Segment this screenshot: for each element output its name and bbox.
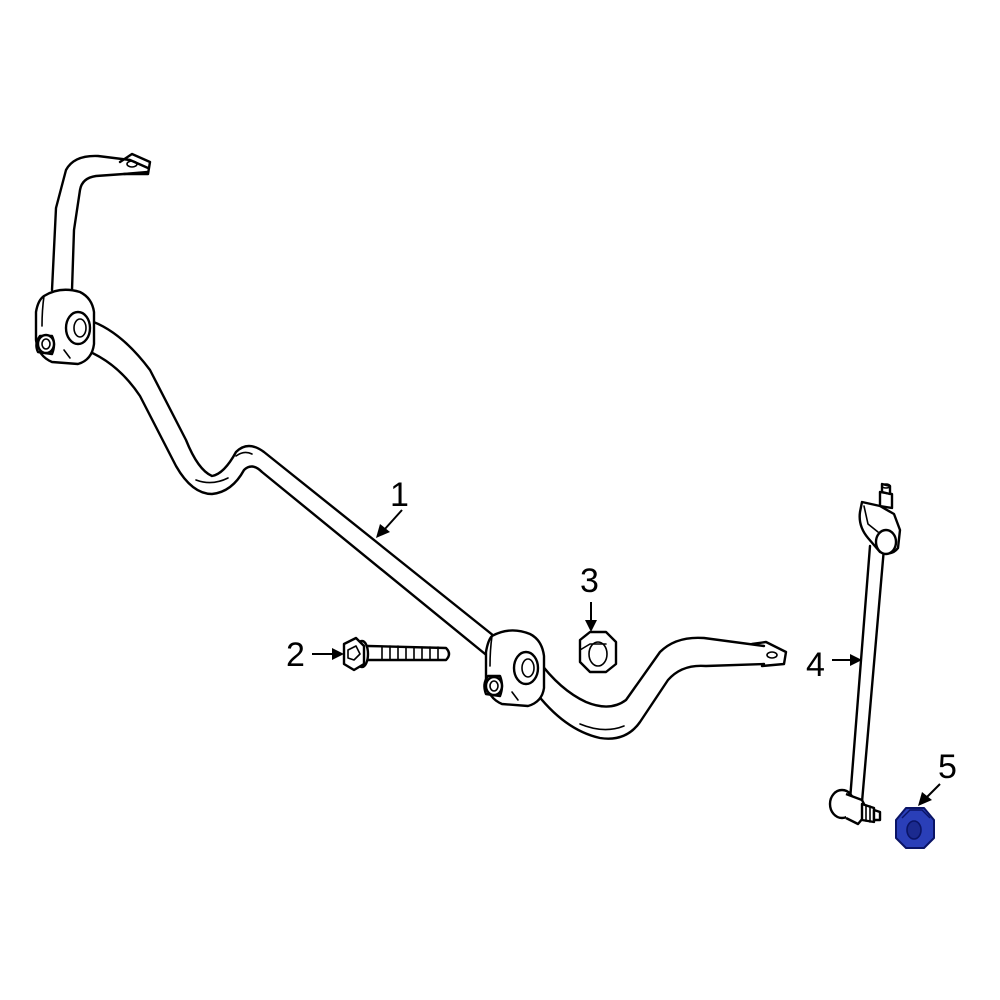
callout-4: 4	[806, 646, 862, 684]
callout-1: 1	[376, 476, 409, 538]
flange-nut[interactable]	[895, 807, 935, 849]
callout-3: 3	[580, 562, 599, 632]
callout-label-3: 3	[580, 562, 599, 600]
nut[interactable]	[578, 630, 618, 674]
bolt[interactable]	[342, 636, 451, 672]
stabilizer-bar[interactable]	[34, 152, 788, 740]
callout-5: 5	[918, 748, 957, 806]
callout-2: 2	[286, 636, 344, 674]
right-bushing-bracket	[483, 629, 546, 708]
callout-label-5: 5	[938, 748, 957, 786]
callout-label-2: 2	[286, 636, 305, 674]
callout-label-1: 1	[390, 476, 409, 514]
left-bushing-bracket	[34, 288, 96, 366]
stabilizer-link[interactable]	[828, 482, 902, 826]
callout-label-4: 4	[806, 646, 825, 684]
